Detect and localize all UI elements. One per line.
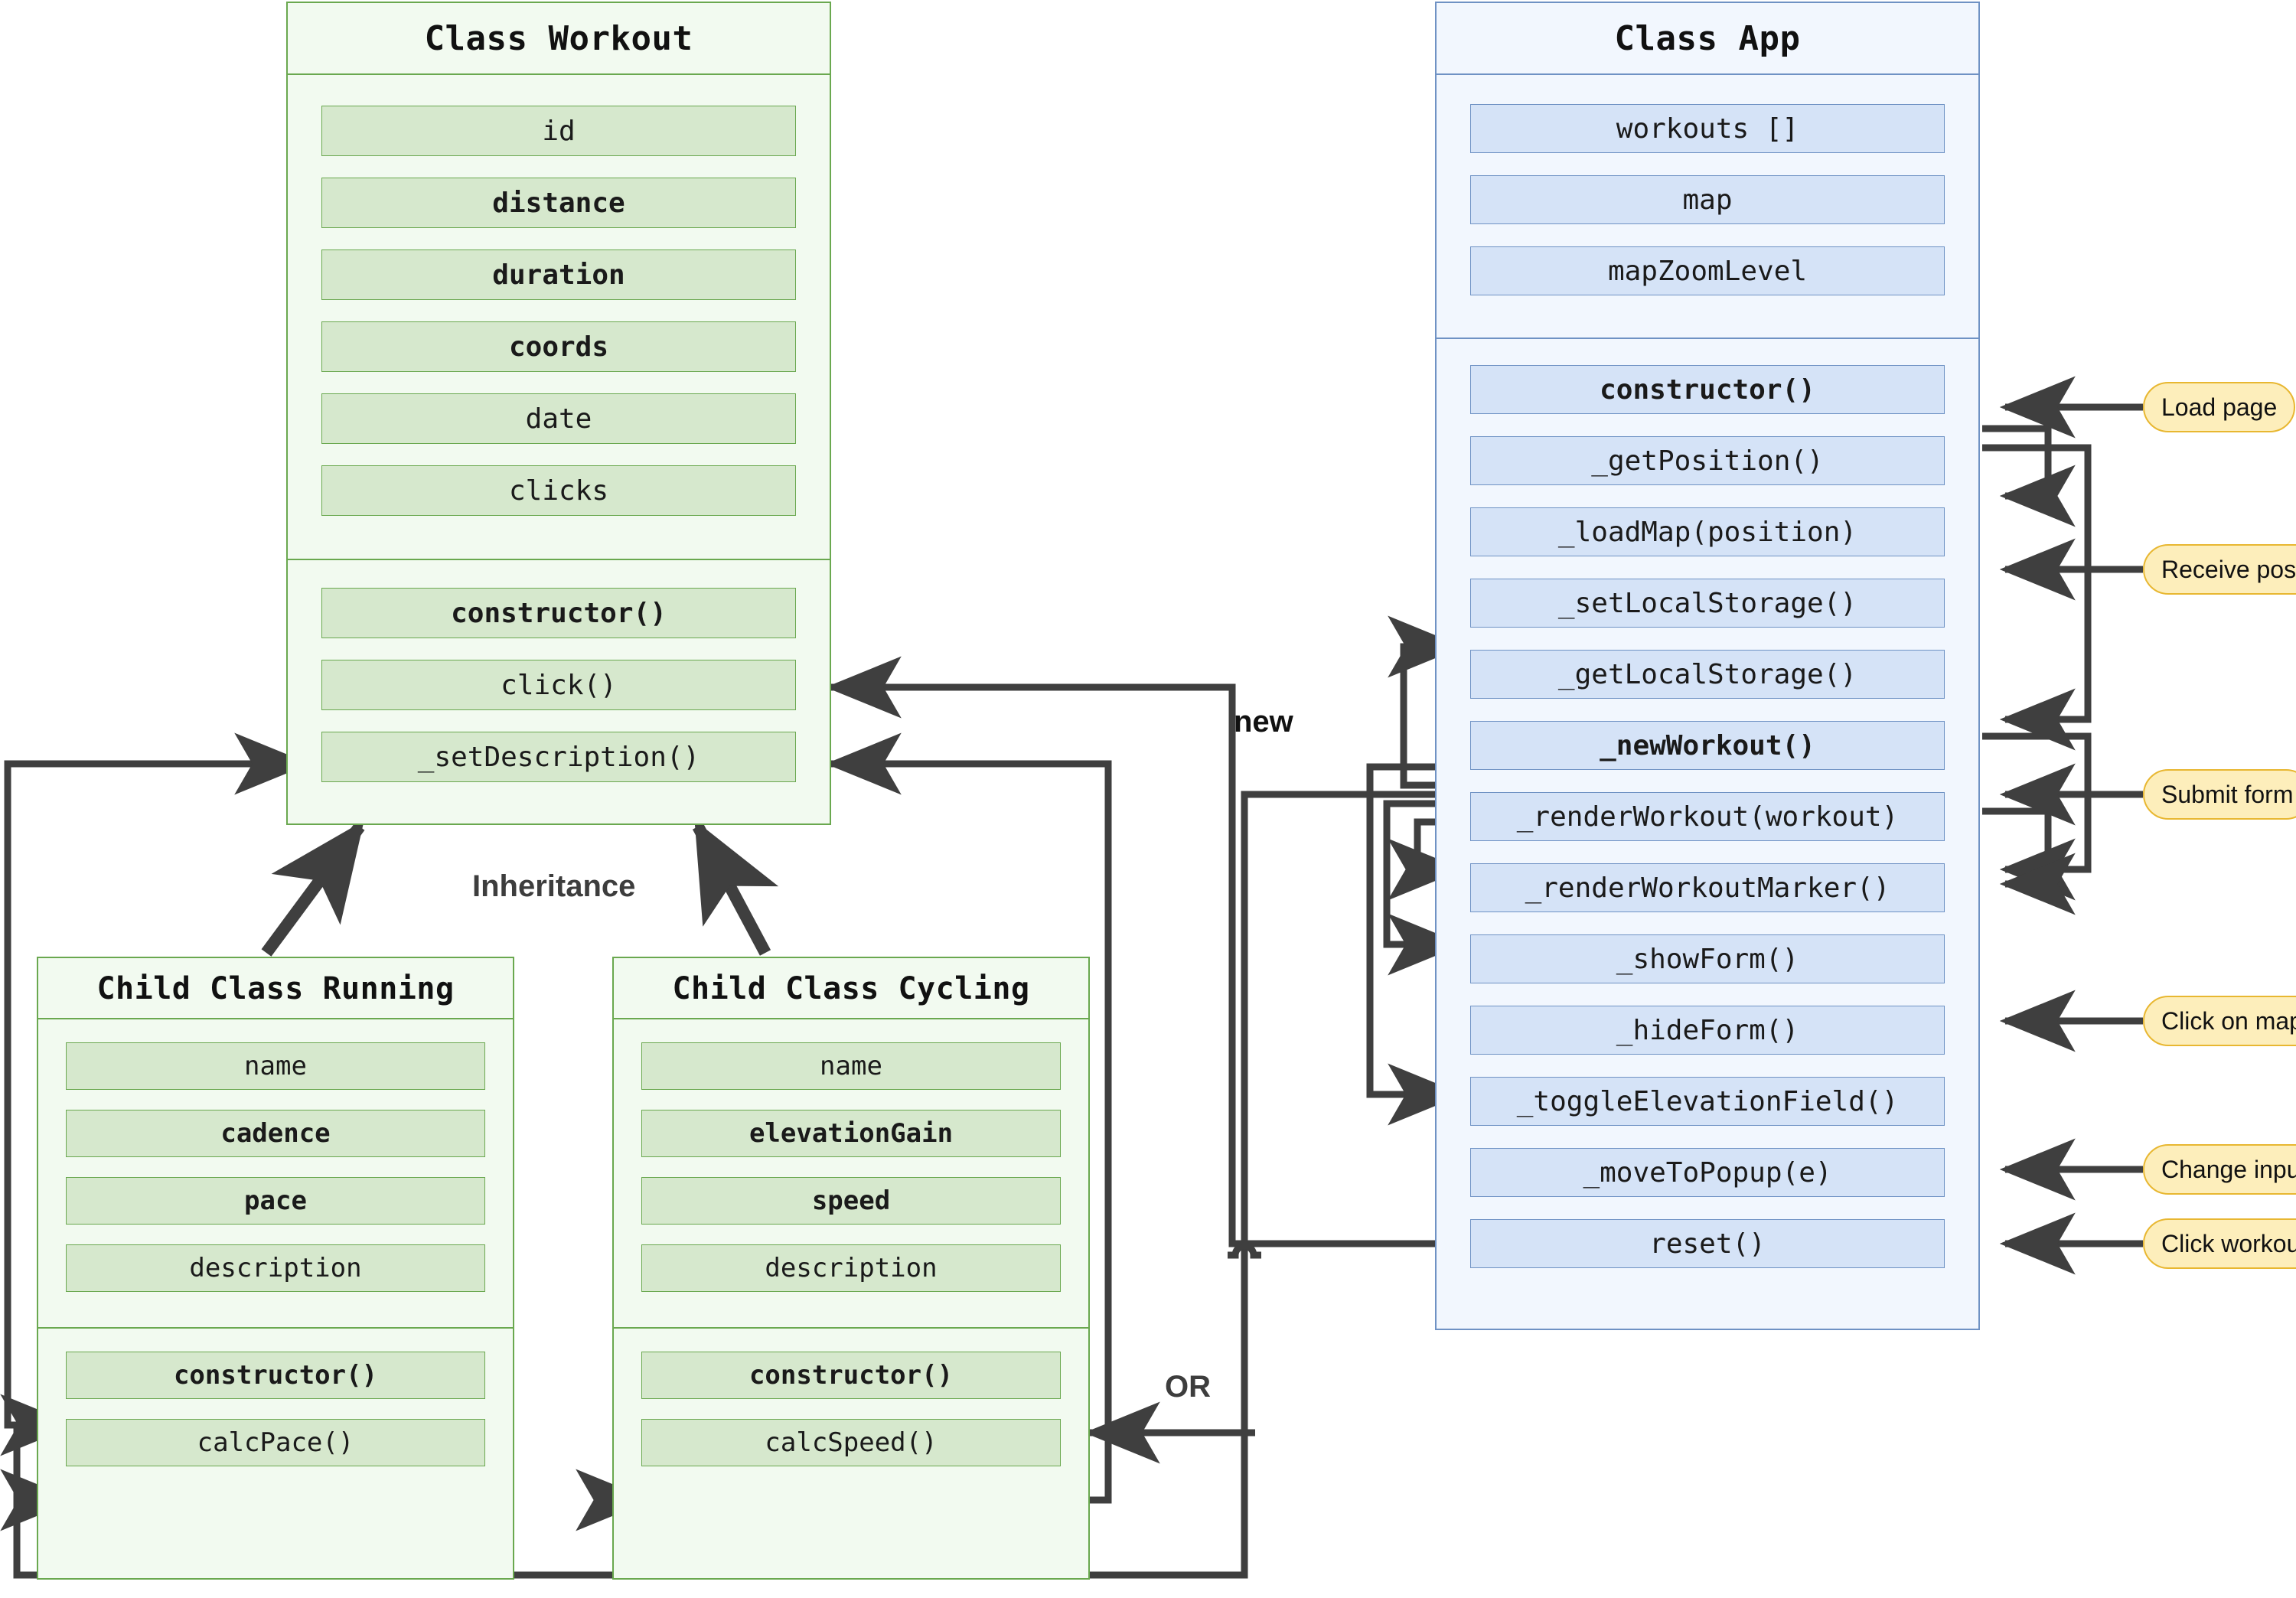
class-workout-fields: id distance duration coords date clicks	[288, 75, 830, 559]
method-row: _renderWorkout(workout)	[1470, 792, 1945, 841]
method-row: _toggleElevationField()	[1470, 1077, 1945, 1126]
class-cycling-title: Child Class Cycling	[614, 958, 1088, 1019]
field-row: elevationGain	[641, 1110, 1061, 1157]
field-row: speed	[641, 1177, 1061, 1225]
field-row: description	[66, 1244, 485, 1292]
wire-getlocalstorage-renderworkout	[1982, 732, 2092, 901]
method-row: calcPace()	[66, 1419, 485, 1466]
class-running: Child Class Running name cadence pace de…	[37, 957, 514, 1580]
class-running-title: Child Class Running	[38, 958, 513, 1019]
field-row: name	[641, 1042, 1061, 1090]
class-workout-title: Class Workout	[288, 3, 830, 75]
method-row: constructor()	[641, 1352, 1061, 1399]
method-row: calcSpeed()	[641, 1419, 1061, 1466]
field-row: id	[321, 106, 796, 156]
inheritance-label: Inheritance	[472, 869, 636, 903]
class-cycling: Child Class Cycling name elevationGain s…	[612, 957, 1090, 1580]
field-row: description	[641, 1244, 1061, 1292]
inheritance-arrow-running	[261, 820, 365, 957]
class-cycling-methods: constructor() calcSpeed()	[614, 1327, 1088, 1512]
method-row: _renderWorkoutMarker()	[1470, 863, 1945, 912]
field-row: pace	[66, 1177, 485, 1225]
method-row: _loadMap(position)	[1470, 507, 1945, 556]
wire-constructor-getlocalstorage	[1982, 444, 2092, 751]
method-row: _setDescription()	[321, 732, 796, 782]
class-cycling-fields: name elevationGain speed description	[614, 1019, 1088, 1327]
method-row: _showForm()	[1470, 934, 1945, 983]
field-row: workouts []	[1470, 104, 1945, 153]
event-badge-load-page[interactable]: Load page	[2143, 382, 2296, 432]
method-row: _getPosition()	[1470, 436, 1945, 485]
wire-new-jump	[1228, 1242, 1261, 1259]
field-row: name	[66, 1042, 485, 1090]
event-badge-submit-form[interactable]: Submit form	[2143, 769, 2296, 820]
field-row: duration	[321, 249, 796, 300]
method-row: _getLocalStorage()	[1470, 650, 1945, 699]
field-row: date	[321, 393, 796, 444]
field-row: clicks	[321, 465, 796, 516]
field-row: cadence	[66, 1110, 485, 1157]
method-row: _setLocalStorage()	[1470, 579, 1945, 628]
field-row: coords	[321, 321, 796, 372]
inheritance-arrow-cycling	[692, 820, 779, 956]
method-row: constructor()	[1470, 365, 1945, 414]
class-app-methods: constructor() _getPosition() _loadMap(po…	[1437, 338, 1978, 1324]
method-row: constructor()	[321, 588, 796, 638]
event-badge-receive-position[interactable]: Receive position	[2143, 544, 2296, 595]
event-badge-change-input[interactable]: Change input	[2143, 1144, 2296, 1195]
method-row: click()	[321, 660, 796, 710]
method-row: constructor()	[66, 1352, 485, 1399]
event-badge-click-on-map[interactable]: Click on map	[2143, 996, 2296, 1046]
method-row: _moveToPopup(e)	[1470, 1148, 1945, 1197]
field-row: map	[1470, 175, 1945, 224]
method-row: reset()	[1470, 1219, 1945, 1268]
class-running-fields: name cadence pace description	[38, 1019, 513, 1327]
class-running-methods: constructor() calcPace()	[38, 1327, 513, 1512]
field-row: mapZoomLevel	[1470, 246, 1945, 295]
wire-new-trunk	[1241, 791, 1458, 1255]
class-app-fields: workouts [] map mapZoomLevel	[1437, 75, 1978, 338]
class-app-title: Class App	[1437, 3, 1978, 75]
new-label: new	[1234, 705, 1293, 739]
wire-constructor-getposition	[1982, 425, 2076, 527]
or-label: OR	[1165, 1370, 1211, 1404]
method-row: _newWorkout()	[1470, 721, 1945, 770]
method-row: _hideForm()	[1470, 1006, 1945, 1055]
event-badge-click-workout[interactable]: Click workout	[2143, 1218, 2296, 1269]
field-row: distance	[321, 178, 796, 228]
class-workout: Class Workout id distance duration coord…	[286, 2, 831, 825]
wire-renderworkout-setdescription	[825, 732, 1112, 802]
class-app: Class App workouts [] map mapZoomLevel c…	[1435, 2, 1980, 1330]
wire-newworkout-renderworkout	[1982, 807, 2076, 915]
class-workout-methods: constructor() click() _setDescription()	[288, 559, 830, 837]
